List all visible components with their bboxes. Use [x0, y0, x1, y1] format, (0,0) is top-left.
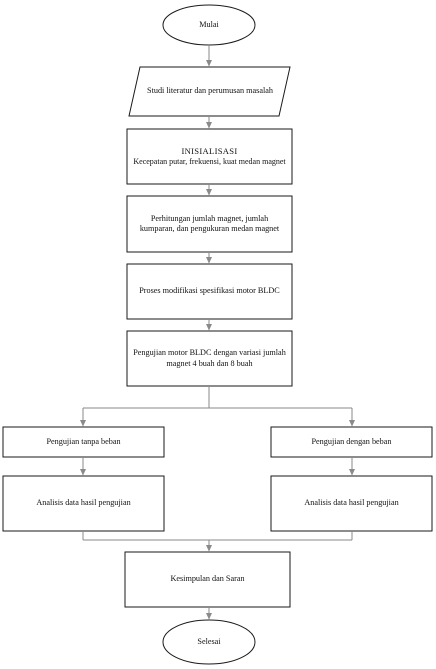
calculation-text: Perhitungan jumlah magnet, jumlah kumpar… — [139, 213, 280, 233]
calculation-label: Perhitungan jumlah magnet, jumlah kumpar… — [127, 196, 292, 252]
testing-label: Pengujian motor BLDC dengan variasi juml… — [127, 331, 292, 386]
analysis-left-text: Analisis data hasil pengujian — [36, 498, 131, 508]
load-test-box — [270, 426, 433, 458]
no-load-test-text: Pengujian tanpa beban — [46, 436, 121, 446]
literature-label: Studi literatur dan perumusan masalah — [138, 67, 282, 116]
analysis-right-text: Analisis data hasil pengujian — [304, 498, 399, 508]
end-text: Selesai — [197, 636, 221, 646]
analysis-right-label: Analisis data hasil pengujian — [271, 476, 432, 531]
init-body-text: Kecepatan putar, frekuensi, kuat medan m… — [133, 156, 286, 166]
analysis-right-box — [270, 475, 433, 532]
end-label: Selesai — [163, 620, 255, 664]
no-load-test-label: Pengujian tanpa beban — [3, 427, 164, 457]
analysis-left-label: Analisis data hasil pengujian — [3, 476, 164, 531]
start-label: Mulai — [163, 5, 255, 45]
modification-box — [126, 263, 293, 320]
conclusion-text: Kesimpulan dan Saran — [170, 574, 245, 584]
start-text: Mulai — [199, 19, 219, 29]
literature-parallelogram — [128, 66, 291, 117]
no-load-test-box — [2, 426, 165, 458]
conclusion-box — [124, 551, 291, 608]
init-title-text: INISIALISASI — [181, 146, 238, 157]
modification-text: Proses modifikasi spesifikasi motor BLDC — [139, 286, 280, 296]
end-terminal — [162, 619, 256, 665]
modification-label: Proses modifikasi spesifikasi motor BLDC — [127, 264, 292, 319]
init-box — [126, 128, 293, 185]
load-test-label: Pengujian dengan beban — [271, 427, 432, 457]
analysis-left-box — [2, 475, 165, 532]
calculation-box — [126, 195, 293, 253]
literature-text: Studi literatur dan perumusan masalah — [147, 86, 273, 96]
testing-text: Pengujian motor BLDC dengan variasi juml… — [133, 348, 286, 368]
init-label: INISIALISASI Kecepatan putar, frekuensi,… — [127, 129, 292, 184]
conclusion-label: Kesimpulan dan Saran — [125, 552, 290, 607]
load-test-text: Pengujian dengan beban — [311, 436, 392, 446]
